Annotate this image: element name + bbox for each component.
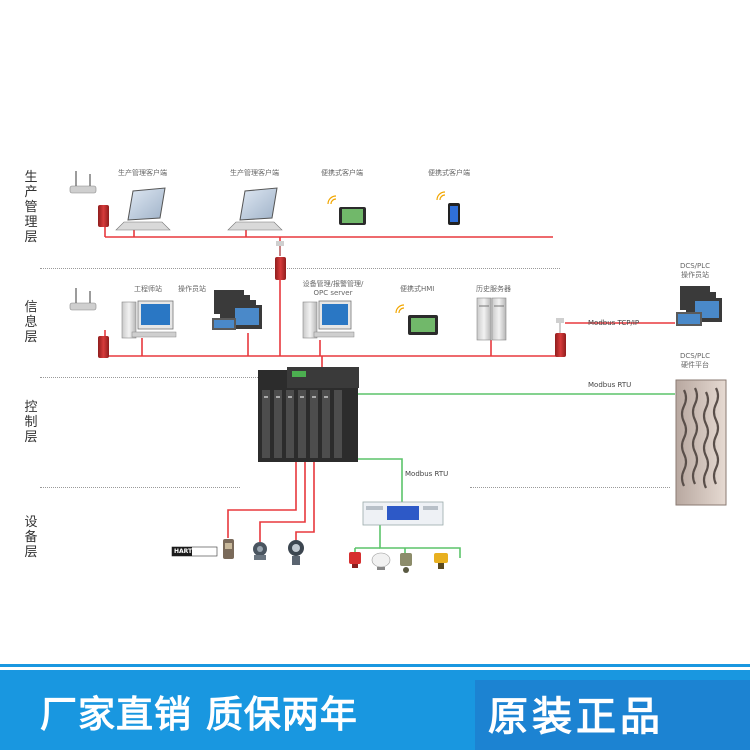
label-dcs-operator-station: DCS/PLC 操作员站 bbox=[670, 262, 720, 280]
promo-banner-left-text: 厂家直销 质保两年 bbox=[40, 693, 358, 736]
network-diagram bbox=[69, 171, 727, 573]
label-dcs-hardware-line-2: 硬件平台 bbox=[681, 361, 709, 369]
dcs-operator-station-icon bbox=[676, 286, 722, 326]
promo-banner-right-panel bbox=[475, 680, 750, 750]
label-production-client-1: 生产管理客户端 bbox=[118, 169, 167, 177]
label-portable-hmi: 便携式HMI bbox=[400, 285, 435, 293]
label-dcs-hardware-platform: DCS/PLC 硬件平台 bbox=[670, 352, 720, 370]
layer-label-production: 生产管理层 bbox=[24, 170, 38, 245]
label-engineer-station: 工程师站 bbox=[134, 285, 162, 293]
gas-controller-icon bbox=[362, 501, 444, 526]
firewall-icon bbox=[275, 241, 286, 280]
layer-label-control: 控制层 bbox=[24, 400, 38, 445]
layer-separator bbox=[40, 487, 240, 488]
layer-separator bbox=[470, 487, 670, 488]
gas-detector-icon bbox=[400, 553, 412, 573]
smoke-detector-icon bbox=[371, 552, 391, 570]
router-icon bbox=[69, 288, 97, 311]
banner-top-line bbox=[0, 664, 750, 667]
bus-label-modbus-tcp: Modbus TCP/IP bbox=[588, 319, 640, 327]
label-operator-station: 操作员站 bbox=[178, 285, 206, 293]
label-device-management-line-1: 设备管理/报警管理/ bbox=[302, 280, 364, 288]
laptop-icon bbox=[227, 187, 283, 231]
plc-controller-icon bbox=[258, 367, 359, 462]
layer-label-information: 信息层 bbox=[24, 300, 38, 345]
server-workstation-icon bbox=[302, 300, 355, 339]
transmitter-icon bbox=[223, 539, 234, 559]
label-dcs-operator-line-1: DCS/PLC bbox=[679, 262, 711, 270]
router-icon bbox=[69, 171, 97, 194]
layer-label-device: 设备层 bbox=[24, 515, 38, 560]
label-dcs-operator-line-2: 操作员站 bbox=[681, 271, 709, 279]
label-production-client-2: 生产管理客户端 bbox=[230, 169, 279, 177]
alarm-horn-icon bbox=[349, 552, 361, 568]
valve-icon bbox=[253, 542, 267, 560]
bus-label-modbus-rtu-1: Modbus RTU bbox=[588, 381, 632, 389]
pressure-transmitter-icon bbox=[288, 540, 304, 565]
hart-device-icon bbox=[171, 546, 218, 557]
layer-separator bbox=[40, 377, 270, 378]
label-dcs-hardware-line-1: DCS/PLC bbox=[679, 352, 711, 360]
label-portable-client-1: 便携式客户端 bbox=[321, 169, 363, 177]
laptop-icon bbox=[115, 187, 171, 231]
hmi-tablet-icon bbox=[395, 304, 438, 335]
flame-detector-icon bbox=[434, 553, 448, 569]
hart-label: HART bbox=[174, 548, 193, 555]
operator-stations-icon bbox=[212, 290, 262, 330]
firewall-icon bbox=[98, 205, 109, 227]
history-server-icon bbox=[476, 297, 507, 341]
promo-banner-right-text: 原装正品 bbox=[488, 694, 664, 740]
layer-separator bbox=[40, 268, 560, 269]
tablet-icon bbox=[327, 195, 366, 225]
label-portable-client-2: 便携式客户端 bbox=[428, 169, 470, 177]
label-device-management-line-2: OPC server bbox=[313, 289, 353, 297]
firewall-icon bbox=[555, 333, 566, 357]
phone-icon bbox=[436, 191, 460, 225]
firewall-icon bbox=[98, 336, 109, 358]
bus-label-modbus-rtu-2: Modbus RTU bbox=[405, 470, 449, 478]
label-history-server: 历史服务器 bbox=[476, 285, 511, 293]
dcs-hardware-cabinet-icon bbox=[675, 379, 727, 506]
label-device-management: 设备管理/报警管理/ OPC server bbox=[288, 280, 378, 298]
workstation-icon bbox=[121, 300, 177, 339]
